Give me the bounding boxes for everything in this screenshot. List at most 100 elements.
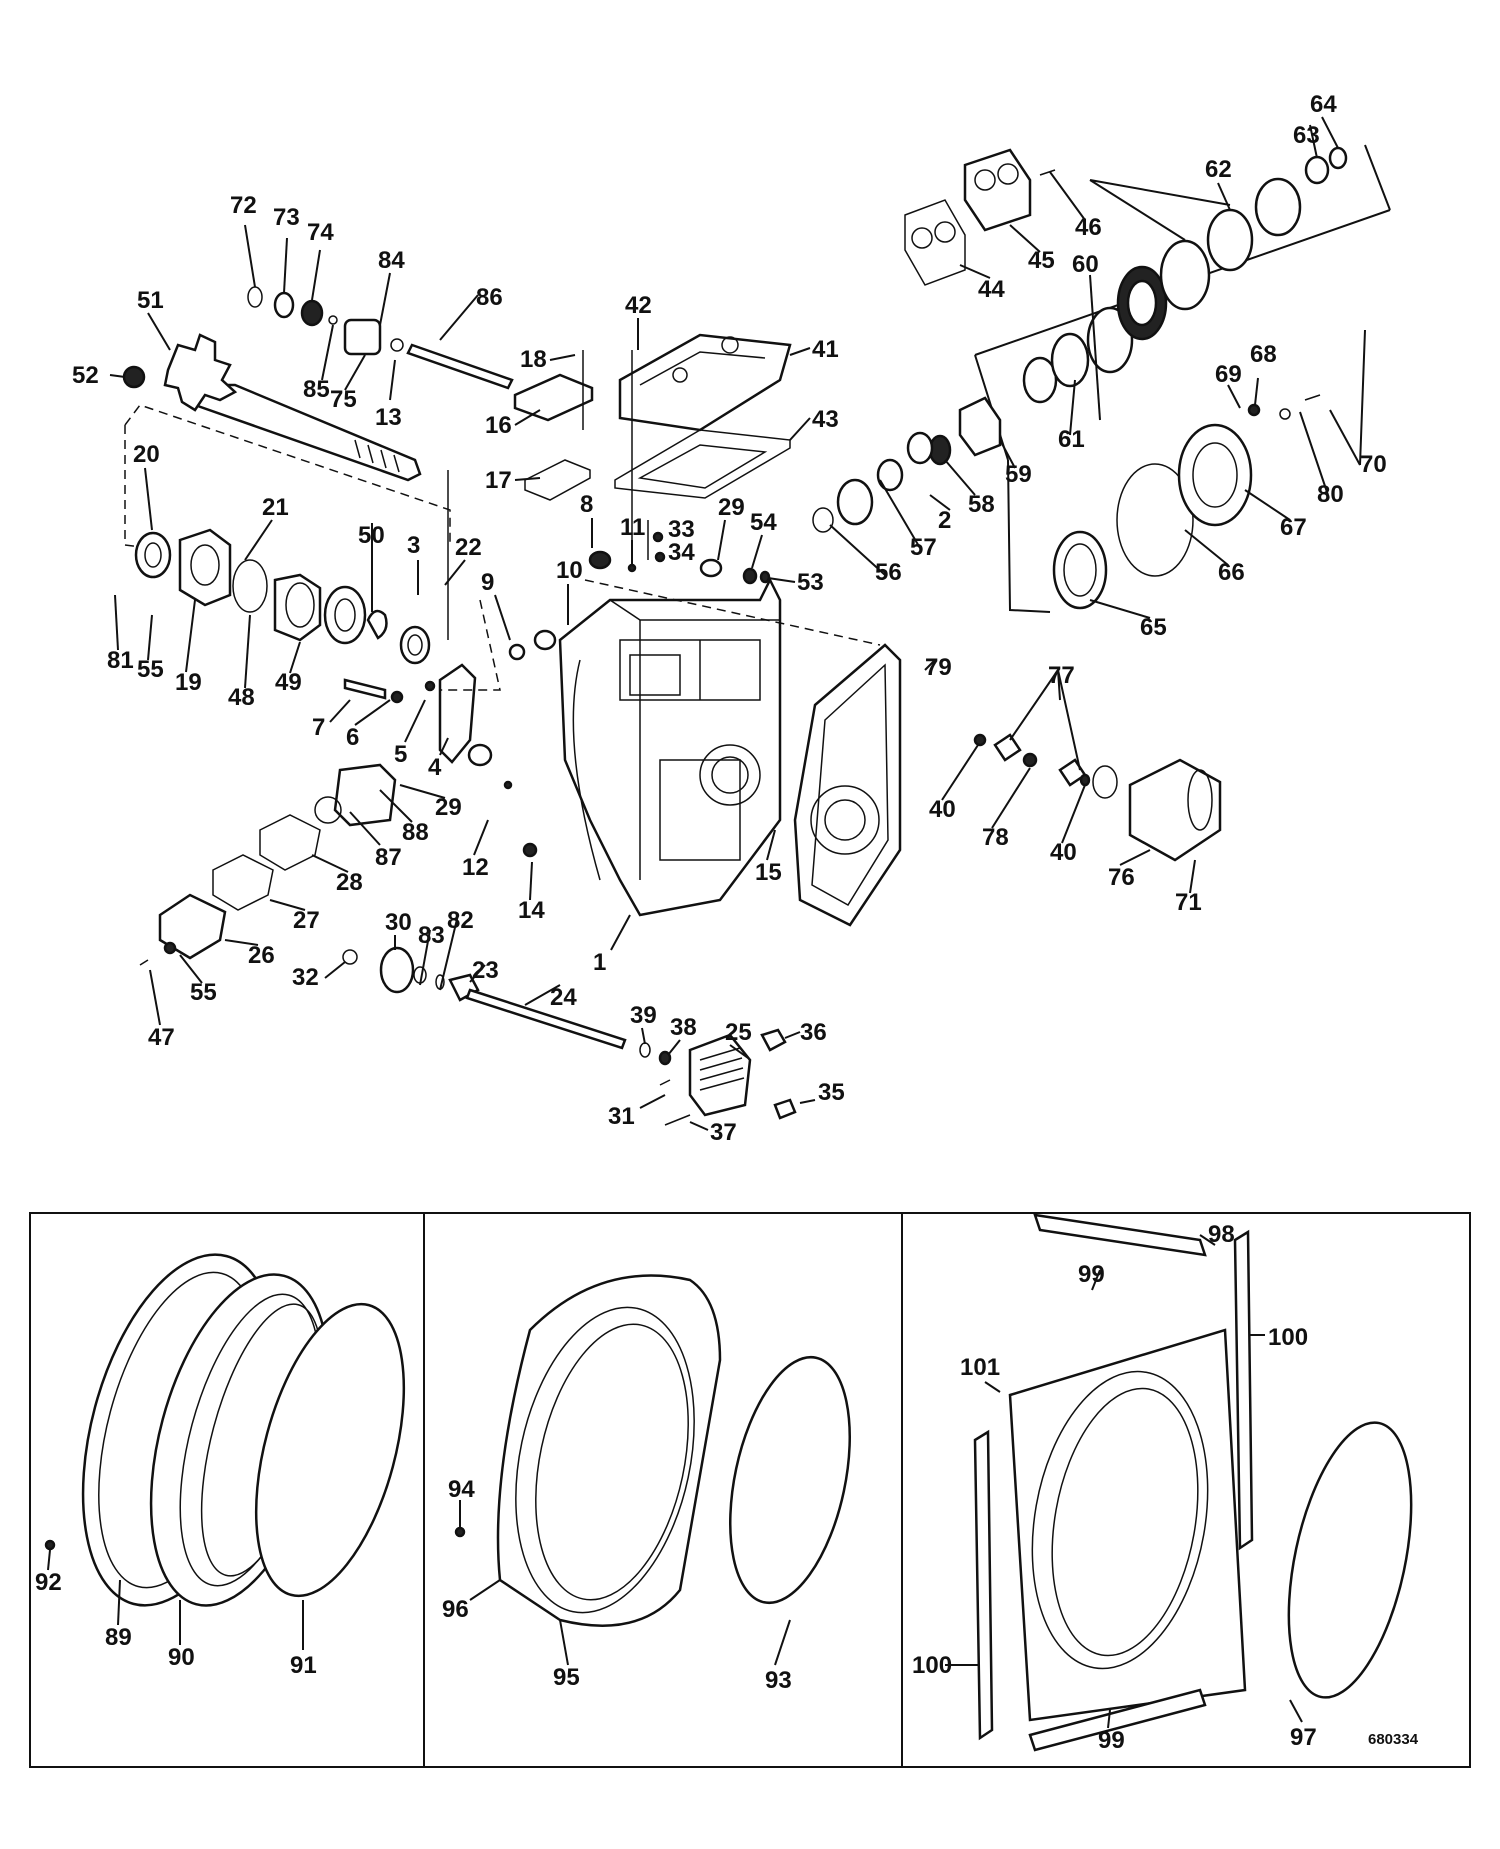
callout: 55 xyxy=(137,656,164,683)
upper-exploded-view xyxy=(122,144,1391,1126)
shaft-part xyxy=(122,333,422,482)
callout: 32 xyxy=(292,964,319,991)
callout: 18 xyxy=(520,346,547,373)
callout: 91 xyxy=(290,1652,317,1679)
callout: 44 xyxy=(978,276,1005,303)
callout: 34 xyxy=(668,539,695,566)
callout: 26 xyxy=(248,942,275,969)
callout: 6 xyxy=(346,724,359,751)
callout: 69 xyxy=(1215,361,1242,388)
callout: 82 xyxy=(447,907,474,934)
callout: 56 xyxy=(875,559,902,586)
callout: 37 xyxy=(710,1119,737,1146)
callout: 52 xyxy=(72,362,99,389)
callout: 46 xyxy=(1075,214,1102,241)
callout: 11 xyxy=(620,514,645,541)
callout: 22 xyxy=(455,534,482,561)
callout: 86 xyxy=(476,284,503,311)
panel-adapter-assembly xyxy=(454,1274,851,1627)
callout: 78 xyxy=(982,824,1009,851)
callout: 80 xyxy=(1317,481,1344,508)
housing-part xyxy=(558,577,782,917)
callout: 33 xyxy=(668,516,695,543)
callout: 94 xyxy=(448,1476,475,1503)
callout: 16 xyxy=(485,412,512,439)
callout: 29 xyxy=(435,794,462,821)
callout: 42 xyxy=(625,292,652,319)
callout: 12 xyxy=(462,854,489,881)
callout: 48 xyxy=(228,684,255,711)
callout: 8 xyxy=(580,491,593,518)
small-parts-group xyxy=(508,350,771,661)
callout: 13 xyxy=(375,404,402,431)
callout: 43 xyxy=(812,406,839,433)
callout: 59 xyxy=(1005,461,1032,488)
callout: 38 xyxy=(670,1014,697,1041)
callout: 1 xyxy=(593,949,606,976)
callout: 10 xyxy=(556,557,583,584)
callout: 17 xyxy=(485,467,512,494)
top-cover-group xyxy=(513,333,792,501)
callout: 76 xyxy=(1108,864,1135,891)
callout: 101 xyxy=(960,1354,1000,1381)
callout: 72 xyxy=(230,192,257,219)
callout: 3 xyxy=(407,532,420,559)
callout: 21 xyxy=(262,494,289,521)
callout: 99 xyxy=(1098,1727,1125,1754)
callout: 83 xyxy=(418,922,445,949)
callout: 68 xyxy=(1250,341,1277,368)
callout: 14 xyxy=(518,897,545,924)
callout: 29 xyxy=(718,494,745,521)
callout: 4 xyxy=(428,754,442,781)
callout: 23 xyxy=(472,957,499,984)
callout: 89 xyxy=(105,1624,132,1651)
drawing-number: 680334 xyxy=(1368,1731,1419,1748)
callout: 53 xyxy=(797,569,824,596)
callout: 100 xyxy=(1268,1324,1308,1351)
callout: 9 xyxy=(481,569,494,596)
callout: 49 xyxy=(275,669,302,696)
callout: 60 xyxy=(1072,251,1099,278)
callout: 2 xyxy=(938,507,951,534)
rear-cover-part xyxy=(793,643,902,927)
callout: 88 xyxy=(402,819,429,846)
front-bearing-group xyxy=(134,528,431,665)
callout: 67 xyxy=(1280,514,1307,541)
callout: 71 xyxy=(1175,889,1202,916)
callout: 45 xyxy=(1028,247,1055,274)
callout: 35 xyxy=(818,1079,845,1106)
callout: 96 xyxy=(442,1596,469,1623)
callout: 27 xyxy=(293,907,320,934)
panel-mounting-plate xyxy=(973,1213,1413,1752)
callout: 40 xyxy=(929,796,956,823)
callout: 39 xyxy=(630,1002,657,1029)
callout: 73 xyxy=(273,204,300,231)
callout: 92 xyxy=(35,1569,62,1596)
panel-ring-assembly xyxy=(44,1253,406,1607)
right-lower-group xyxy=(973,329,1366,862)
callout: 66 xyxy=(1218,559,1245,586)
callout: 58 xyxy=(968,491,995,518)
callout: 51 xyxy=(137,287,164,314)
callout: 36 xyxy=(800,1019,827,1046)
callout: 54 xyxy=(750,509,777,536)
callout: 19 xyxy=(175,669,202,696)
callout: 5 xyxy=(394,741,407,768)
right-gear-group xyxy=(812,144,1391,533)
callout: 25 xyxy=(725,1019,752,1046)
callout: 63 xyxy=(1293,122,1320,149)
callout: 15 xyxy=(755,859,782,886)
callout: 47 xyxy=(148,1024,175,1051)
callout: 90 xyxy=(168,1644,195,1671)
callout: 62 xyxy=(1205,156,1232,183)
callout: 55 xyxy=(190,979,217,1006)
callout: 75 xyxy=(330,386,357,413)
leader-lines xyxy=(47,116,1361,1729)
callout: 99 xyxy=(1078,1261,1105,1288)
callout: 84 xyxy=(378,247,405,274)
callout-layer: 1 2 3 4 5 6 7 8 9 10 11 12 13 14 15 16 1… xyxy=(35,91,1419,1754)
callout: 97 xyxy=(1290,1724,1317,1751)
callout: 95 xyxy=(553,1664,580,1691)
callout: 85 xyxy=(303,376,330,403)
